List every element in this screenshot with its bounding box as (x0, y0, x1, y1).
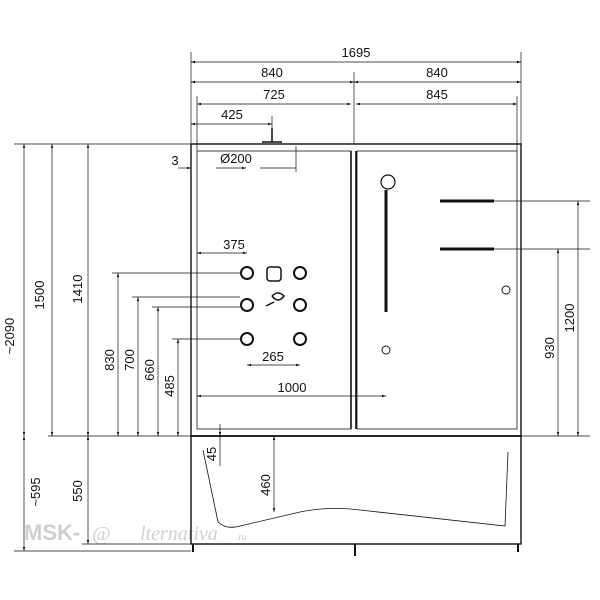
dim-height-45: 45 (204, 447, 219, 461)
dim-jet-offset: 375 (223, 237, 245, 252)
dimension-labels: 1695 840 840 725 845 425 3 Ø200 375 265 … (2, 45, 577, 507)
fixtures (240, 128, 511, 355)
dim-height-930: 930 (542, 337, 557, 359)
dim-frame-gap: 3 (171, 153, 178, 168)
dim-height-830: 830 (102, 349, 117, 371)
dim-left-width: 840 (261, 65, 283, 80)
hose-outlet-icon (381, 345, 391, 355)
dim-bar-length: 1000 (278, 380, 307, 395)
dim-height-485: 485 (162, 375, 177, 397)
left-panel (196, 150, 352, 430)
dim-height-1410: 1410 (70, 275, 85, 304)
dim-height-660: 660 (142, 359, 157, 381)
watermark-at: @ (92, 523, 110, 545)
massage-jet-icon (240, 266, 254, 280)
dim-height-550: 550 (70, 480, 85, 502)
dimension-lines (14, 52, 590, 552)
watermark-tld: .ru (236, 532, 247, 542)
dim-height-tray: ~595 (28, 477, 43, 506)
dim-height-700: 700 (122, 349, 137, 371)
massage-jet-icon (240, 332, 254, 346)
rain-shower-head-icon (262, 128, 282, 143)
dim-overall-width: 1695 (342, 45, 371, 60)
watermark-script: lternativa (140, 523, 218, 545)
cabin-body (190, 143, 522, 556)
right-door-panel (356, 150, 518, 430)
massage-jet-icon (240, 298, 254, 312)
control-panel-icon (266, 266, 282, 282)
massage-jet-icon (293, 298, 307, 312)
massage-jet-icon (293, 266, 307, 280)
watermark-brand: MSK- (24, 520, 80, 545)
hand-shower-icon (380, 174, 396, 190)
dim-height-total: ~2090 (2, 318, 17, 355)
dim-head-offset: 425 (221, 107, 243, 122)
door-handle-icon (501, 285, 511, 295)
dim-height-460: 460 (258, 474, 273, 496)
dim-jet-spacing: 265 (262, 349, 284, 364)
bath-tray (190, 435, 522, 545)
mixer-icon (265, 292, 285, 307)
dim-height-cabin: 1500 (32, 281, 47, 310)
watermark: MSK- @ lternativa .ru (24, 520, 247, 545)
bath-inner-contour (202, 449, 509, 528)
dim-height-1200: 1200 (562, 304, 577, 333)
dim-right-inner: 845 (426, 87, 448, 102)
dim-left-inner: 725 (263, 87, 285, 102)
massage-jet-icon (293, 332, 307, 346)
dim-right-width: 840 (426, 65, 448, 80)
dim-head-diameter: Ø200 (220, 151, 252, 166)
